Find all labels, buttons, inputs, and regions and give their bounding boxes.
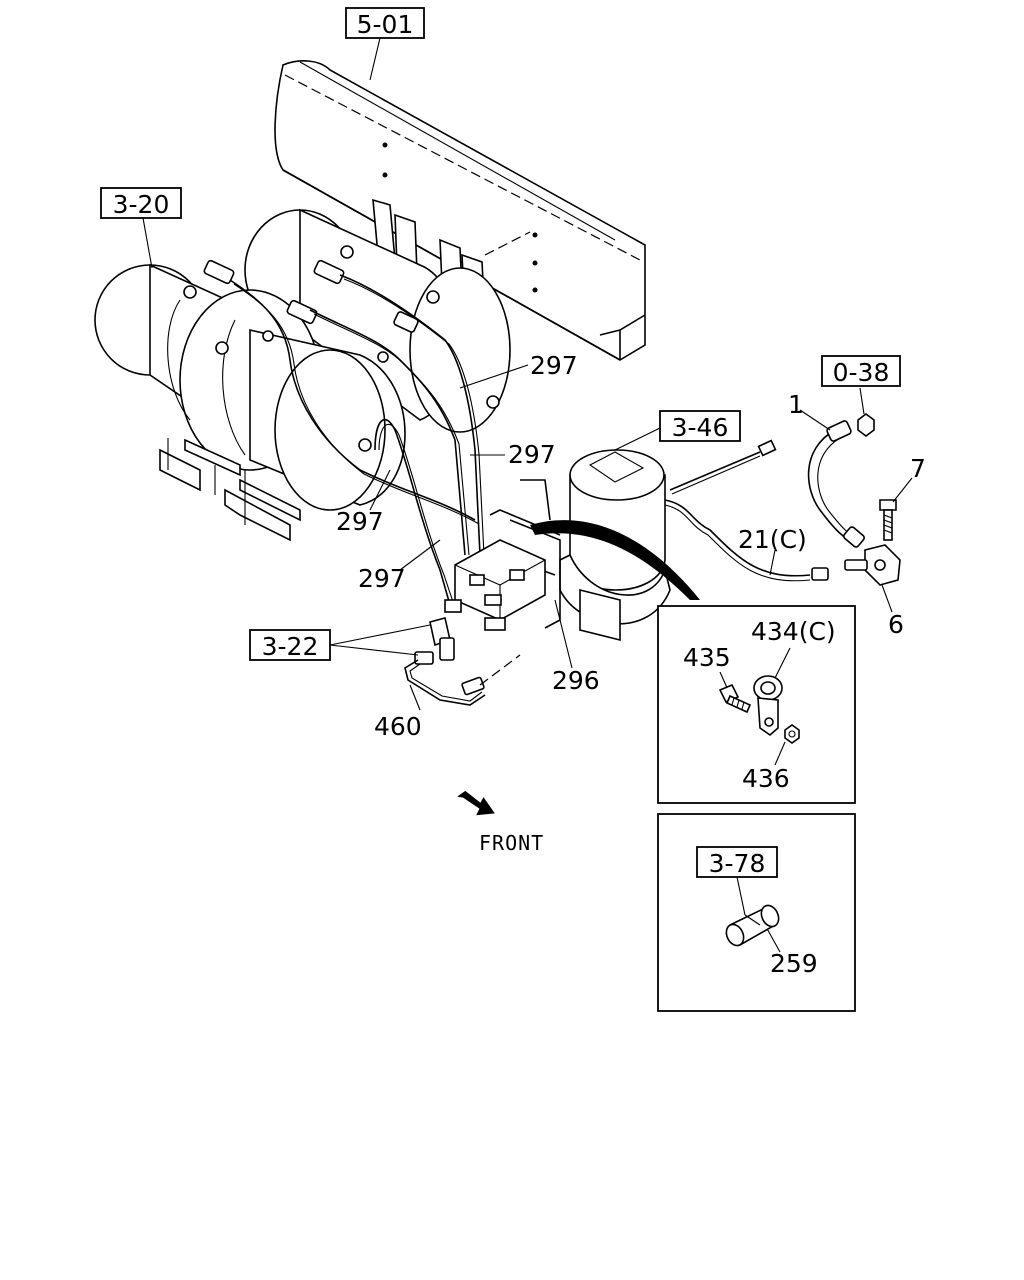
hose-1 — [807, 413, 875, 548]
label-7: 7 — [910, 454, 926, 483]
leader-lines — [142, 37, 913, 711]
label-1: 1 — [788, 390, 804, 419]
callout-3-22[interactable]: 3-22 — [249, 629, 331, 661]
callout-3-46[interactable]: 3-46 — [659, 410, 741, 442]
callout-3-78[interactable]: 3-78 — [696, 846, 778, 878]
label-297-a: 297 — [530, 351, 578, 380]
tee-fitting-6 — [844, 544, 901, 586]
label-297-d: 297 — [358, 564, 406, 593]
label-296: 296 — [552, 666, 600, 695]
line-460 — [404, 654, 521, 706]
callout-0-38-text: 0-38 — [833, 358, 890, 387]
inset-clip-assembly: 435 434(C) 436 — [657, 605, 856, 804]
label-436: 436 — [742, 764, 790, 793]
tank-mounts — [159, 438, 301, 542]
air-lines-297 — [229, 274, 485, 606]
line-21c — [664, 499, 829, 582]
connector-259 — [725, 904, 780, 947]
bolt-7 — [879, 499, 897, 541]
front-label: FRONT — [479, 831, 544, 855]
nut-436 — [784, 724, 800, 744]
callout-3-46-text: 3-46 — [672, 413, 729, 442]
elbow-3-22 — [414, 617, 455, 665]
valve-block — [444, 539, 546, 631]
air-tank-front — [167, 299, 406, 511]
label-21c: 21(C) — [738, 525, 807, 554]
callout-5-01[interactable]: 5-01 — [345, 7, 425, 39]
callout-3-20-text: 3-20 — [113, 190, 170, 219]
tank-fittings — [183, 245, 500, 452]
inset-connector: 3-78 259 — [657, 813, 856, 1012]
callout-3-78-text: 3-78 — [709, 849, 766, 878]
hose-bundle — [530, 520, 700, 600]
callout-5-01-text: 5-01 — [357, 10, 414, 39]
callout-3-22-text: 3-22 — [262, 632, 319, 661]
clip-434c — [753, 675, 783, 737]
callout-3-20[interactable]: 3-20 — [100, 187, 182, 219]
label-434c: 434(C) — [751, 617, 836, 646]
label-297-c: 297 — [336, 507, 384, 536]
label-460: 460 — [374, 712, 422, 741]
frame-rail — [274, 60, 646, 361]
callout-0-38[interactable]: 0-38 — [821, 355, 901, 387]
bolt-435 — [718, 683, 752, 714]
label-435: 435 — [683, 643, 731, 672]
label-297-b: 297 — [508, 440, 556, 469]
label-259: 259 — [770, 949, 818, 978]
dryer-harness — [669, 439, 777, 495]
label-6: 6 — [888, 610, 904, 639]
front-arrow-icon — [457, 790, 495, 816]
